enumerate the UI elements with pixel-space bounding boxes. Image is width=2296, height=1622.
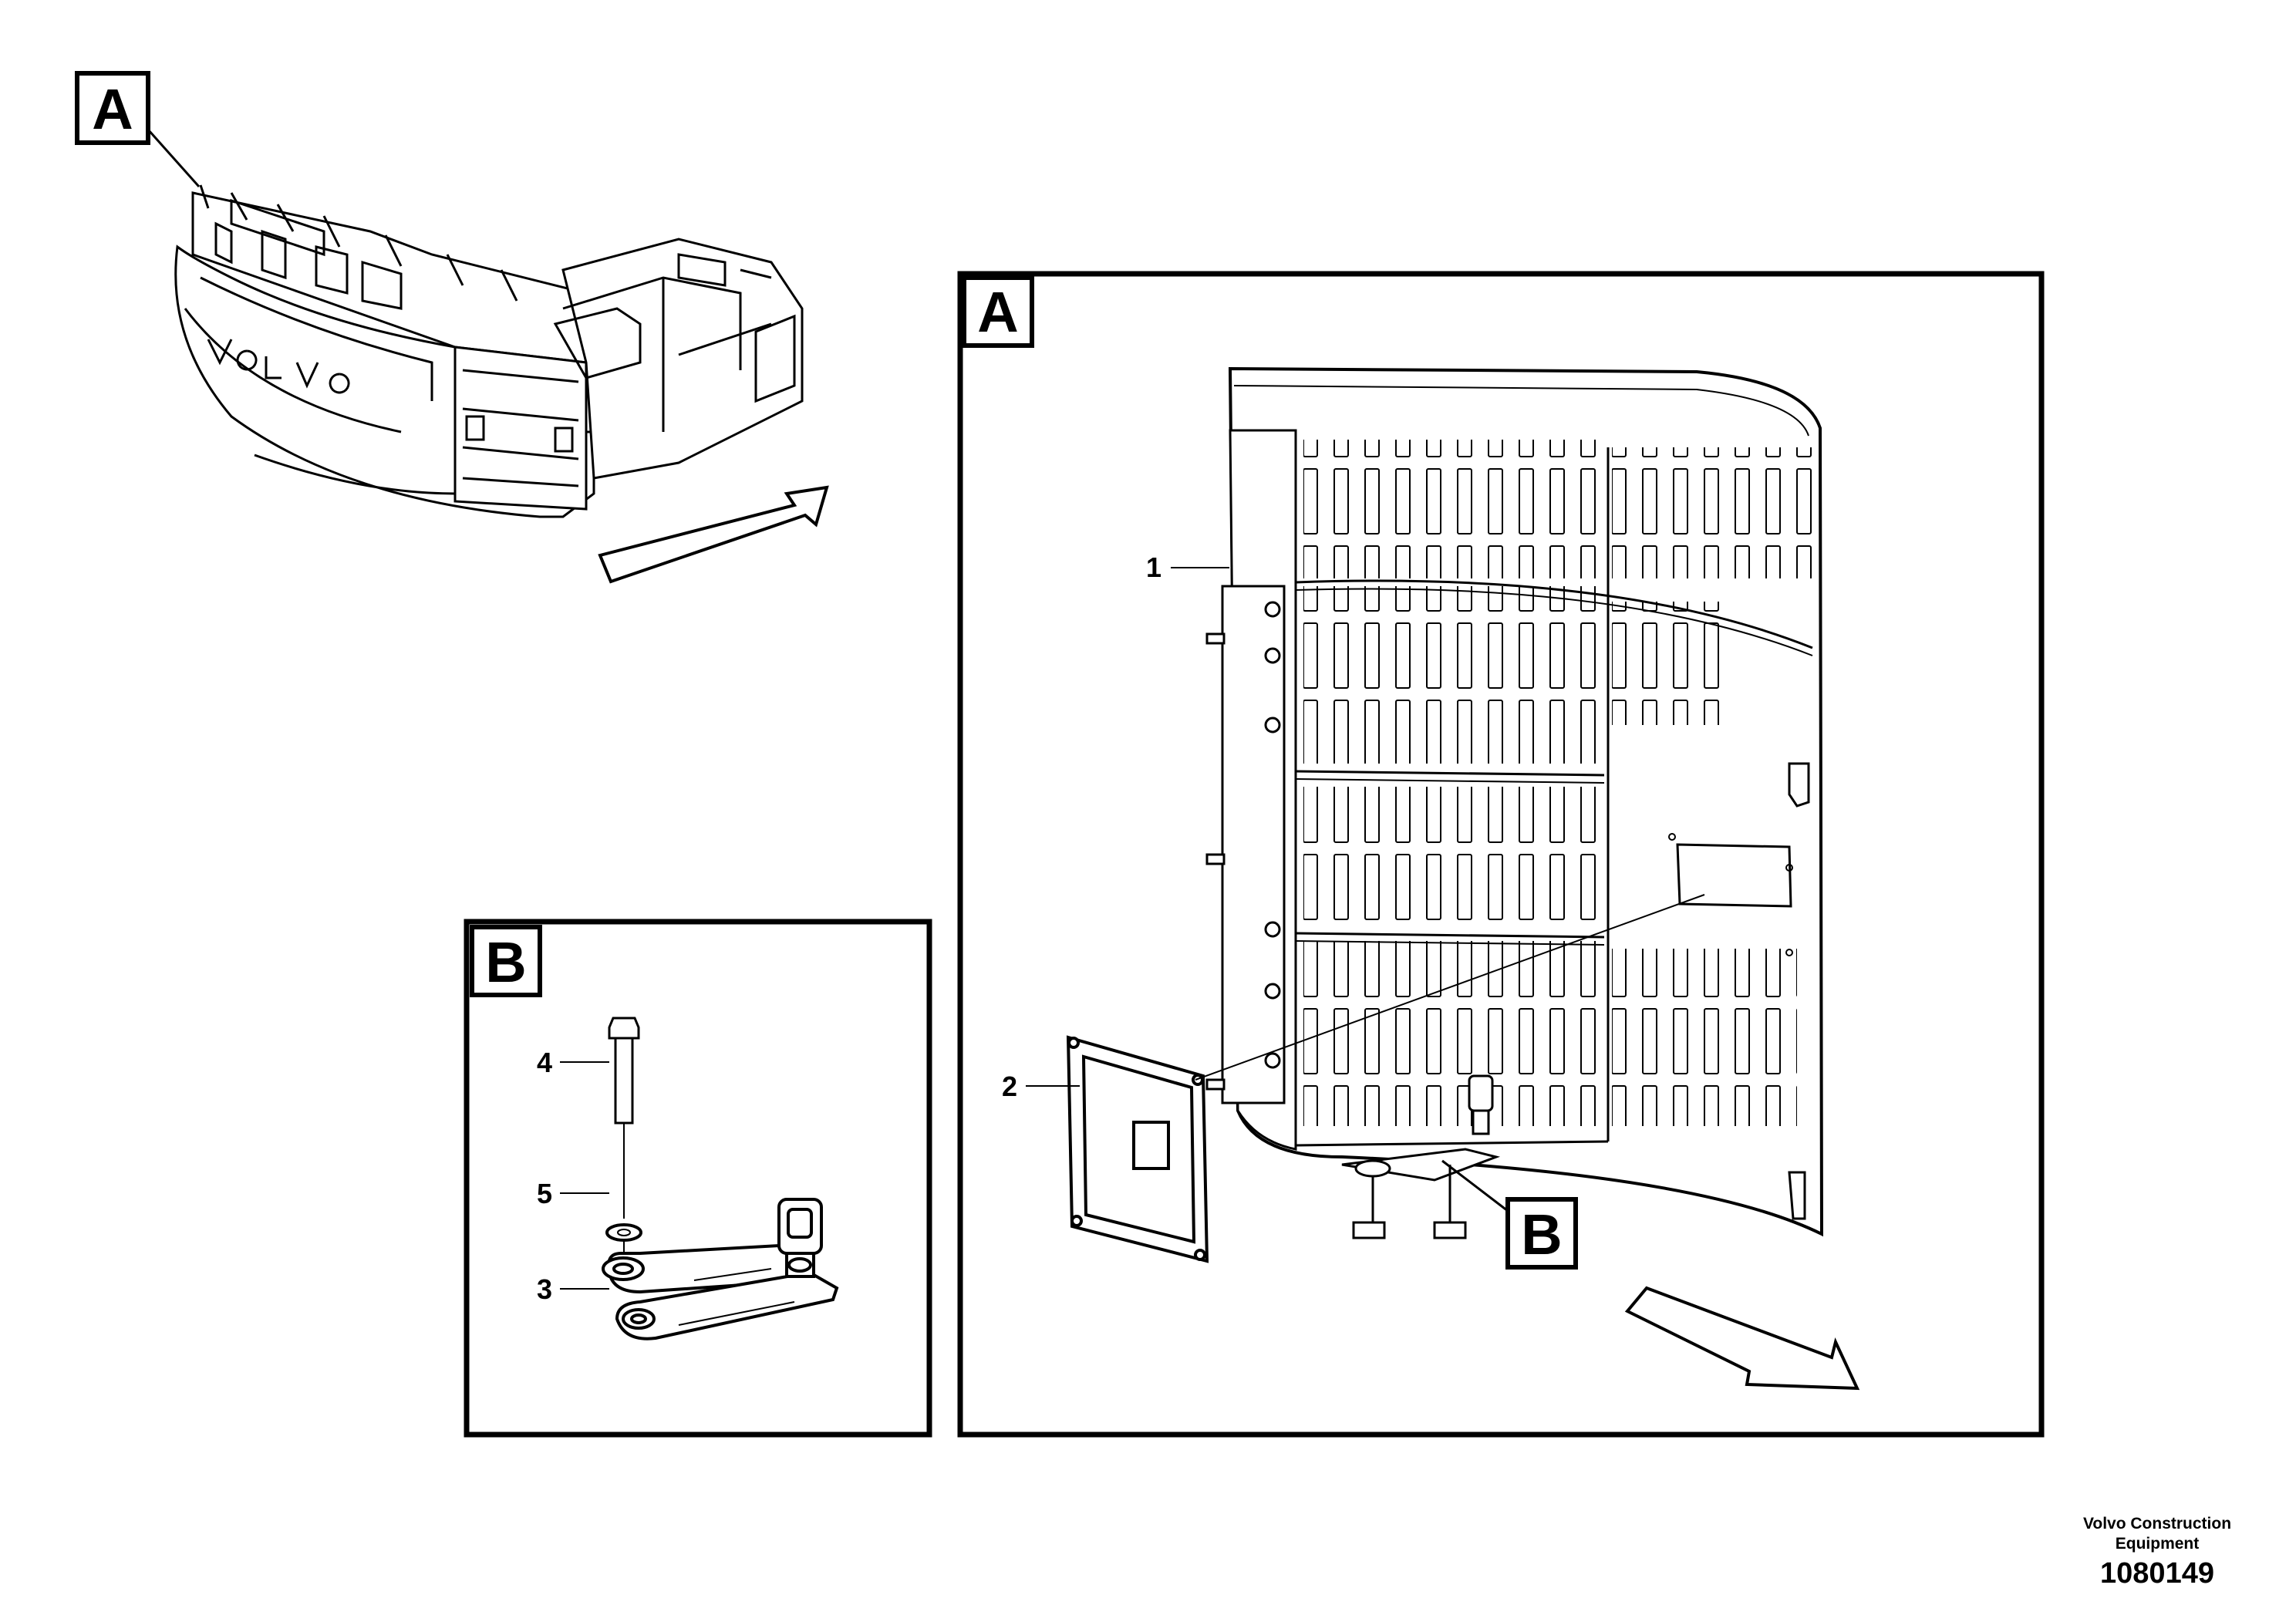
view-tag-b-detail: B	[470, 925, 542, 997]
lamp-leader	[1195, 894, 1705, 1081]
footer: Volvo Construction Equipment 1080149	[2061, 1514, 2254, 1590]
detail-b-frame	[464, 919, 932, 1438]
callout-4: 4	[537, 1047, 552, 1078]
machine-overview	[174, 184, 804, 518]
view-tag-b-detail-letter: B	[485, 930, 526, 994]
bolt-icon	[1205, 601, 1281, 1091]
view-tag-a-detail-letter: A	[977, 280, 1018, 344]
overview-leader	[147, 129, 201, 187]
view-tag-b-callout-letter: B	[1521, 1202, 1562, 1266]
footer-maker-line2: Equipment	[2115, 1535, 2200, 1553]
callout-1: 1	[1146, 551, 1161, 583]
view-tag-b-callout: B	[1505, 1197, 1578, 1270]
footer-maker-line1: Volvo Construction	[2082, 1515, 2232, 1533]
direction-arrow-icon	[1624, 1286, 1860, 1391]
callout-2: 2	[1002, 1071, 1017, 1102]
footer-drawing-code: 1080149	[2100, 1557, 2214, 1590]
view-tag-a-detail: A	[962, 275, 1034, 348]
hinge-icon	[1341, 1074, 1501, 1239]
detail-a-frame	[957, 271, 2045, 1438]
bolt-icon	[608, 1017, 640, 1219]
lamp-icon	[1066, 1035, 1209, 1263]
b-callout-leader	[1441, 1159, 1509, 1212]
callout-5: 5	[537, 1178, 552, 1209]
grille-panel	[1205, 366, 1824, 1237]
direction-arrow-icon	[598, 485, 829, 584]
view-tag-a-overview: A	[75, 71, 150, 145]
view-tag-a-overview-letter: A	[92, 77, 133, 141]
hinge-icon	[602, 1198, 839, 1340]
callout-3: 3	[537, 1273, 552, 1305]
